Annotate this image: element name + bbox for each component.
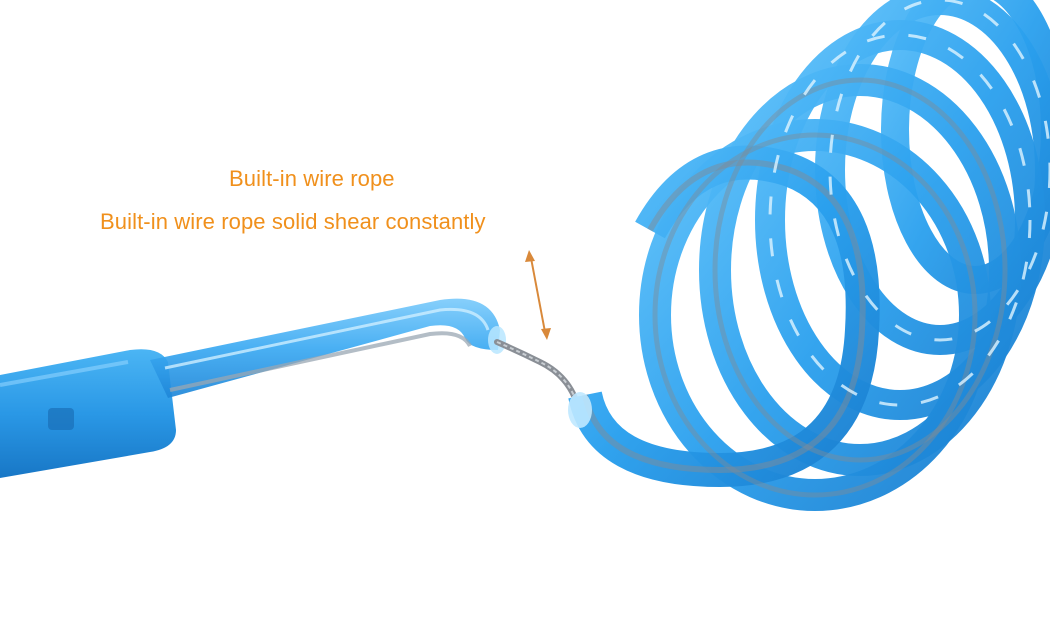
leash-handle [0,349,176,478]
caption-wire-rope: Built-in wire rope [229,166,395,191]
caption-wire-rope-detail: Built-in wire rope solid shear constantl… [100,209,486,234]
handle-slot [48,408,74,430]
exposed-steel-wire [494,339,578,401]
tube-cut-end [568,392,592,428]
double-headed-arrow-icon [525,250,551,340]
straight-tube [150,298,506,398]
coiled-tube [568,0,1050,511]
